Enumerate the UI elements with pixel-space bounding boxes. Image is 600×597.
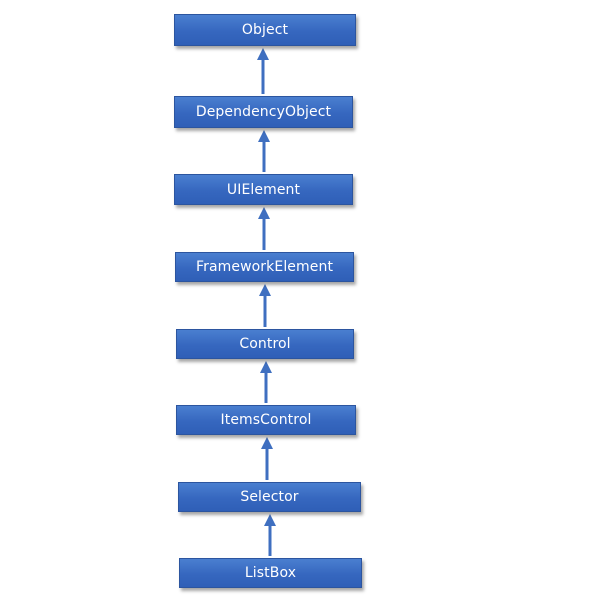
node-object: Object bbox=[174, 14, 356, 46]
arrow-control-to-frameworkelement bbox=[259, 284, 271, 327]
node-listbox: ListBox bbox=[179, 558, 362, 588]
node-dependencyobject: DependencyObject bbox=[174, 96, 353, 128]
node-frameworkelement: FrameworkElement bbox=[175, 252, 354, 282]
arrow-selector-to-itemscontrol bbox=[261, 437, 273, 480]
node-uielement: UIElement bbox=[174, 174, 353, 205]
arrow-dependencyobject-to-object bbox=[257, 48, 269, 94]
arrow-listbox-to-selector bbox=[264, 514, 276, 556]
arrow-itemscontrol-to-control bbox=[260, 361, 272, 403]
node-selector: Selector bbox=[178, 482, 361, 512]
node-itemscontrol: ItemsControl bbox=[176, 405, 356, 435]
arrow-frameworkelement-to-uielement bbox=[258, 207, 270, 250]
arrow-uielement-to-dependencyobject bbox=[258, 130, 270, 172]
node-control: Control bbox=[176, 329, 354, 359]
